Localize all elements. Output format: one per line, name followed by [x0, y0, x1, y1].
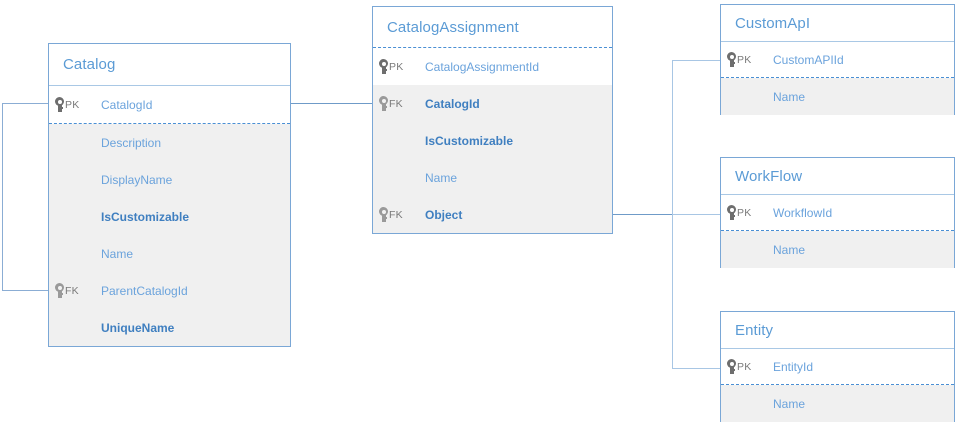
pk-label: PK: [737, 206, 752, 219]
pk-label: PK: [65, 98, 80, 111]
field-name: Name: [101, 246, 134, 261]
field-name: EntityId: [773, 359, 814, 374]
pk-label: PK: [737, 53, 752, 66]
key-icon: [379, 59, 388, 74]
fk-key-cell: FK: [373, 207, 425, 222]
field-name: Name: [773, 242, 806, 257]
field-name: Name: [773, 396, 806, 411]
entity-table-entity-fields-section: Name: [721, 385, 954, 422]
field-name: CatalogId: [101, 97, 153, 112]
field-name: Name: [773, 89, 806, 104]
field-name: WorkflowId: [773, 205, 833, 220]
key-icon: [55, 97, 64, 112]
key-icon: [55, 283, 64, 298]
connector-object-to-trunk: [613, 214, 673, 215]
table-row[interactable]: Name: [721, 231, 954, 268]
entity-table-customapi-title: CustomApI: [721, 5, 954, 42]
field-name: ParentCatalogId: [101, 283, 188, 298]
entity-table-catalog[interactable]: Catalog PK CatalogId Description Display…: [48, 43, 291, 347]
key-icon: [727, 205, 736, 220]
field-name: Description: [101, 135, 162, 150]
connector-catalog-self-top: [2, 103, 49, 104]
connector-catalog-self-left: [2, 103, 3, 291]
connector-trunk-to-entity: [672, 368, 720, 369]
entity-table-workflow-fields-section: Name: [721, 231, 954, 268]
key-icon: [727, 359, 736, 374]
connector-catalog-to-catalogassignment: [291, 103, 373, 104]
fk-label: FK: [389, 208, 403, 221]
table-row[interactable]: FK ParentCatalogId: [49, 272, 290, 309]
entity-table-catalogassignment-fields-section: FK CatalogId IsCustomizable Name FK Obje…: [373, 85, 612, 233]
table-row[interactable]: Description: [49, 124, 290, 161]
entity-table-catalogassignment[interactable]: CatalogAssignment PK CatalogAssignmentId…: [372, 6, 613, 234]
pk-key-cell: PK: [721, 52, 773, 67]
table-row[interactable]: UniqueName: [49, 309, 290, 346]
field-name: IsCustomizable: [425, 133, 514, 148]
entity-table-customapi-pk-section: PK CustomAPIId: [721, 42, 954, 78]
pk-key-cell: PK: [721, 359, 773, 374]
entity-table-catalogassignment-pk-section: PK CatalogAssignmentId: [373, 48, 612, 85]
entity-table-catalog-title: Catalog: [49, 44, 290, 86]
field-name: IsCustomizable: [101, 209, 190, 224]
entity-table-catalog-pk-section: PK CatalogId: [49, 86, 290, 124]
key-icon: [379, 96, 388, 111]
entity-table-customapi[interactable]: CustomApI PK CustomAPIId Name: [720, 4, 955, 115]
key-icon: [727, 52, 736, 67]
table-row[interactable]: Name: [721, 78, 954, 115]
fk-key-cell: FK: [373, 96, 425, 111]
table-row[interactable]: PK EntityId: [721, 349, 954, 384]
fk-key-cell: FK: [49, 283, 101, 298]
field-name: CatalogId: [425, 96, 480, 111]
entity-table-catalog-fields-section: Description DisplayName IsCustomizable N…: [49, 124, 290, 346]
table-row[interactable]: DisplayName: [49, 161, 290, 198]
table-row[interactable]: IsCustomizable: [49, 198, 290, 235]
entity-table-catalogassignment-title: CatalogAssignment: [373, 7, 612, 48]
table-row[interactable]: IsCustomizable: [373, 122, 612, 159]
table-row[interactable]: PK CatalogAssignmentId: [373, 48, 612, 85]
field-name: DisplayName: [101, 172, 173, 187]
field-name: Object: [425, 207, 463, 222]
table-row[interactable]: PK CatalogId: [49, 86, 290, 123]
fk-label: FK: [65, 284, 79, 297]
entity-table-customapi-fields-section: Name: [721, 78, 954, 115]
fk-label: FK: [389, 97, 403, 110]
pk-label: PK: [737, 360, 752, 373]
field-name: CatalogAssignmentId: [425, 59, 540, 74]
key-icon: [379, 207, 388, 222]
pk-key-cell: PK: [721, 205, 773, 220]
connector-trunk-to-customapi: [672, 60, 720, 61]
table-row[interactable]: Name: [373, 159, 612, 196]
connector-catalog-self-bottom: [2, 290, 49, 291]
entity-table-workflow-title: WorkFlow: [721, 158, 954, 195]
entity-table-workflow-pk-section: PK WorkflowId: [721, 195, 954, 231]
entity-table-entity-pk-section: PK EntityId: [721, 349, 954, 385]
field-name: Name: [425, 170, 458, 185]
table-row[interactable]: FK CatalogId: [373, 85, 612, 122]
pk-label: PK: [389, 60, 404, 73]
table-row[interactable]: FK Object: [373, 196, 612, 233]
entity-table-entity[interactable]: Entity PK EntityId Name: [720, 311, 955, 422]
table-row[interactable]: Name: [721, 385, 954, 422]
field-name: UniqueName: [101, 320, 175, 335]
pk-key-cell: PK: [373, 59, 425, 74]
table-row[interactable]: Name: [49, 235, 290, 272]
connector-trunk-to-workflow: [672, 214, 720, 215]
pk-key-cell: PK: [49, 97, 101, 112]
table-row[interactable]: PK WorkflowId: [721, 195, 954, 230]
field-name: CustomAPIId: [773, 52, 844, 67]
entity-table-workflow[interactable]: WorkFlow PK WorkflowId Name: [720, 157, 955, 268]
entity-table-entity-title: Entity: [721, 312, 954, 349]
table-row[interactable]: PK CustomAPIId: [721, 42, 954, 77]
